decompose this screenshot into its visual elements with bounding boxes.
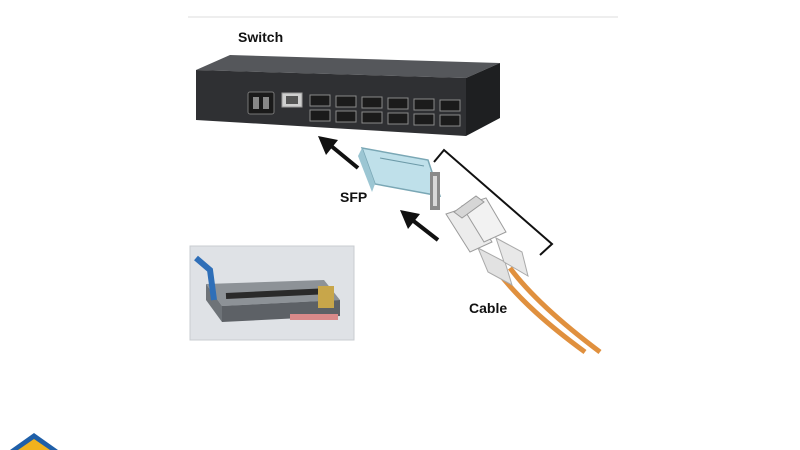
sfp-module-photo xyxy=(189,245,355,341)
arrow-to-sfp-icon xyxy=(400,210,440,242)
cable-label: Cable xyxy=(469,300,508,316)
assembly-bracket xyxy=(433,148,554,256)
sfp-module-icon xyxy=(358,147,442,210)
sfp-label: SFP xyxy=(340,189,368,205)
network-switch-icon xyxy=(196,55,500,136)
brand-logo-icon xyxy=(10,433,58,450)
fiber-cable-icon xyxy=(445,195,602,355)
switch-label: Switch xyxy=(238,29,284,45)
arrow-to-switch-icon xyxy=(318,136,360,170)
